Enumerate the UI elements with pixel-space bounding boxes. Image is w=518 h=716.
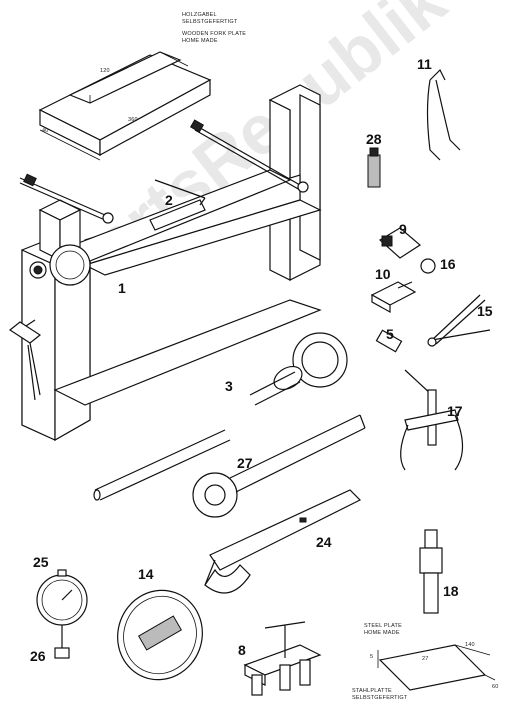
wood-note-line3: WOODEN FORK PLATE [182, 31, 247, 37]
dim-steel-length: 140 [465, 642, 475, 648]
part-28 [367, 147, 381, 188]
part-26 [54, 645, 70, 659]
part-14 [117, 589, 203, 681]
dim-wood-top: 120 [100, 68, 110, 74]
part-label-28: 28 [366, 131, 382, 147]
part-label-10: 10 [375, 266, 391, 282]
dim-steel-height: 5 [370, 654, 374, 660]
wood-note-line2: SELBSTGEFERTIGT [182, 19, 238, 25]
part-label-3: 3 [225, 378, 233, 394]
part-label-8: 8 [238, 642, 246, 658]
part-label-9: 9 [399, 221, 407, 237]
part-label-15: 15 [477, 303, 493, 319]
dim-wood-length: 360 [128, 117, 138, 123]
dim-steel-small: 27 [422, 656, 429, 662]
spindle-left [19, 173, 114, 224]
part-label-24: 24 [316, 534, 332, 550]
wood-note-line1: HOLZGABEL [182, 12, 217, 18]
steel-note-de-2: SELBSTGEFERTIGT [352, 695, 408, 701]
part-24 [204, 489, 362, 594]
rod [93, 429, 231, 501]
part-3 [249, 332, 348, 406]
part-25 [36, 569, 88, 645]
steel-note-de-1: STAHLPLATTE [352, 688, 392, 694]
part-label-18: 18 [443, 583, 459, 599]
part-11 [426, 68, 461, 161]
part-label-2: 2 [165, 192, 173, 208]
dim-steel-width: 60 [492, 684, 499, 690]
steel-plate [377, 644, 496, 691]
part-label-27: 27 [237, 455, 253, 471]
part-10 [370, 281, 417, 314]
part-8 [243, 621, 322, 696]
dim-wood-side: 40 [42, 128, 49, 134]
part-label-17: 17 [447, 403, 463, 419]
part-15 [427, 294, 491, 347]
part-label-11: 11 [417, 56, 432, 72]
part-label-14: 14 [138, 566, 154, 582]
part-18 [419, 529, 443, 614]
spindle-top [189, 119, 309, 193]
part-16 [420, 258, 436, 274]
steel-note-en-1: STEEL PLATE [364, 623, 402, 629]
part-27 [192, 414, 366, 518]
wood-note-line4: HOME MADE [182, 38, 218, 44]
part-label-5: 5 [386, 326, 394, 342]
part-5 [375, 329, 403, 353]
steel-note-en-2: HOME MADE [364, 630, 400, 636]
wooden-fork-plate [38, 51, 212, 161]
part-17 [400, 369, 464, 471]
part-label-16: 16 [440, 256, 456, 272]
part-label-1: 1 [118, 280, 126, 296]
part-2 [149, 179, 206, 231]
part-label-25: 25 [33, 554, 49, 570]
part-label-26: 26 [30, 648, 46, 664]
part-9 [378, 227, 422, 259]
